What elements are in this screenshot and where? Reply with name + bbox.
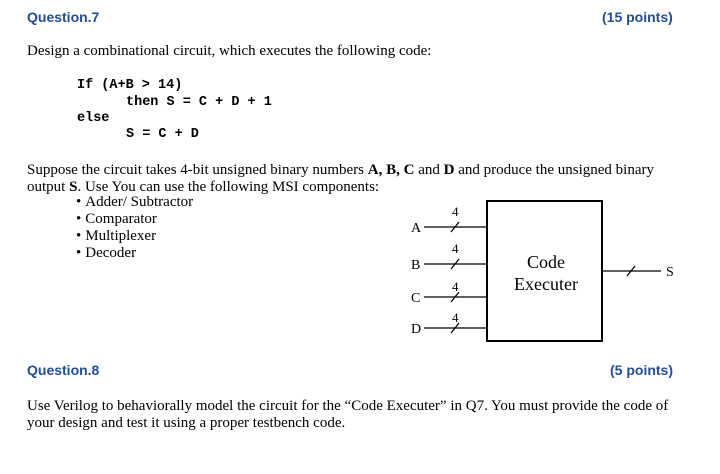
box-label-line-1: Code — [527, 252, 565, 272]
question-8-line-1: Use Verilog to behaviorally model the ci… — [27, 398, 669, 414]
para-var-s: S — [69, 179, 78, 195]
component-item: Adder/ Subtractor — [76, 194, 193, 211]
input-b-width: 4 — [452, 241, 459, 256]
question-7-paragraph-line-2: output S. Use You can use the following … — [27, 179, 379, 196]
output-s-bus-slash — [626, 265, 636, 277]
para-text: and — [414, 162, 444, 178]
input-c-width: 4 — [452, 279, 459, 294]
question-7-title: Question.7 — [27, 9, 100, 25]
input-b-label: B — [411, 258, 420, 273]
para-text: and produce the unsigned binary — [454, 162, 654, 178]
output-s-label: S — [666, 265, 674, 280]
component-list: Adder/ Subtractor Comparator Multiplexer… — [76, 194, 193, 262]
component-item: Decoder — [76, 245, 193, 262]
input-c-bus-slash — [450, 291, 460, 303]
question-7-paragraph-line-1: Suppose the circuit takes 4-bit unsigned… — [27, 162, 654, 179]
input-d-bus-slash — [450, 322, 460, 334]
input-c-label: C — [411, 291, 420, 306]
para-var-d: D — [443, 162, 455, 178]
question-8-line-2: your design and test it using a proper t… — [27, 415, 346, 431]
question-7-intro: Design a combinational circuit, which ex… — [27, 43, 432, 59]
input-b-bus-slash — [450, 258, 460, 270]
question-8-title: Question.8 — [27, 362, 100, 378]
para-text: Suppose the circuit takes 4-bit unsigned… — [27, 162, 368, 178]
code-line-else-body: S = C + D — [126, 127, 199, 142]
input-a-label: A — [411, 221, 422, 236]
code-line-else: else — [77, 111, 110, 126]
para-vars: A, B, C — [367, 162, 415, 178]
code-line-then: then S = C + D + 1 — [126, 95, 272, 110]
para-text: output — [27, 179, 70, 195]
input-d-width: 4 — [452, 310, 459, 325]
component-item: Multiplexer — [76, 228, 193, 245]
para-text: . Use You can use the following MSI comp… — [77, 179, 380, 195]
box-label-line-2: Executer — [514, 274, 578, 294]
input-d-label: D — [411, 322, 421, 337]
input-a-bus-slash — [450, 221, 460, 233]
question-8-points: (5 points) — [610, 362, 673, 378]
input-a-width: 4 — [452, 204, 459, 219]
component-item: Comparator — [76, 211, 193, 228]
code-line-if: If (A+B > 14) — [77, 78, 183, 93]
question-7-points: (15 points) — [602, 9, 673, 25]
code-executer-box — [486, 200, 603, 342]
